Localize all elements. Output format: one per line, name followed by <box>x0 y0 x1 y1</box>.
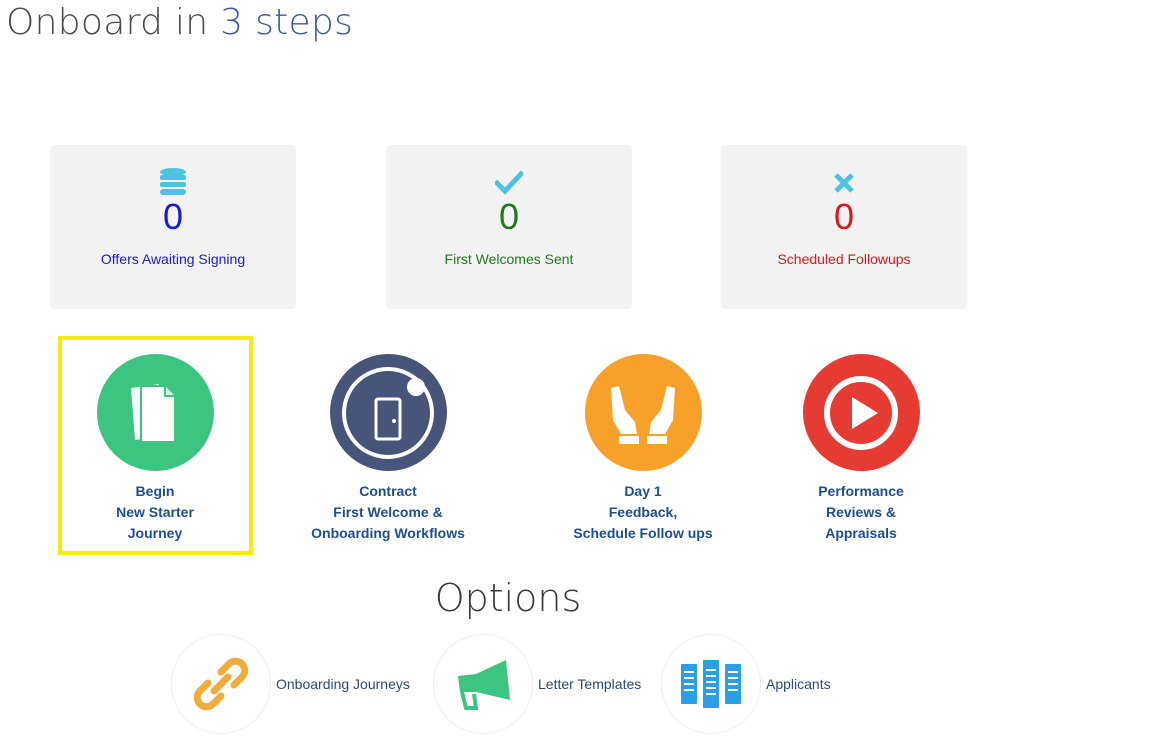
stat-card-offers: 0 Offers Awaiting Signing <box>50 145 296 309</box>
close-icon <box>721 167 967 197</box>
option-onboarding-journeys[interactable]: Onboarding Journeys <box>171 634 410 734</box>
option-label: Applicants <box>766 676 831 692</box>
step-contract[interactable]: Contract First Welcome & Onboarding Work… <box>288 354 488 544</box>
stat-value: 0 <box>498 196 520 237</box>
hands-icon <box>584 354 702 471</box>
step-label: Contract First Welcome & Onboarding Work… <box>311 483 465 541</box>
link-icon <box>171 634 271 734</box>
step-label: Performance Reviews & Appraisals <box>818 483 904 541</box>
stat-label: First Welcomes Sent <box>444 251 574 267</box>
door-icon <box>329 354 447 471</box>
step-label: Begin New Starter Journey <box>116 483 194 541</box>
megaphone-icon <box>433 634 533 734</box>
step-day-1[interactable]: Day 1 Feedback, Schedule Follow ups <box>543 354 743 544</box>
document-icon <box>96 354 214 471</box>
option-letter-templates[interactable]: Letter Templates <box>433 634 641 734</box>
options-title: Options <box>434 576 582 620</box>
page-title-accent: 3 steps <box>220 2 354 43</box>
stat-value: 0 <box>162 196 184 237</box>
server-icon <box>661 634 761 734</box>
option-applicants[interactable]: Applicants <box>661 634 831 734</box>
check-icon <box>386 167 632 197</box>
selected-step-highlight <box>58 336 253 555</box>
page-title: Onboard in 3 steps <box>6 2 354 43</box>
stat-card-welcomes: 0 First Welcomes Sent <box>386 145 632 309</box>
stat-label: Scheduled Followups <box>777 251 911 267</box>
step-begin-journey[interactable]: Begin New Starter Journey <box>55 354 255 544</box>
stat-card-followups: 0 Scheduled Followups <box>721 145 967 309</box>
play-icon <box>802 354 920 471</box>
database-icon <box>50 167 296 197</box>
step-performance[interactable]: Performance Reviews & Appraisals <box>761 354 961 544</box>
stat-value: 0 <box>833 196 855 237</box>
option-label: Onboarding Journeys <box>276 676 410 692</box>
stat-label: Offers Awaiting Signing <box>100 251 246 267</box>
option-label: Letter Templates <box>538 676 642 692</box>
step-label: Day 1 Feedback, Schedule Follow ups <box>573 483 713 541</box>
